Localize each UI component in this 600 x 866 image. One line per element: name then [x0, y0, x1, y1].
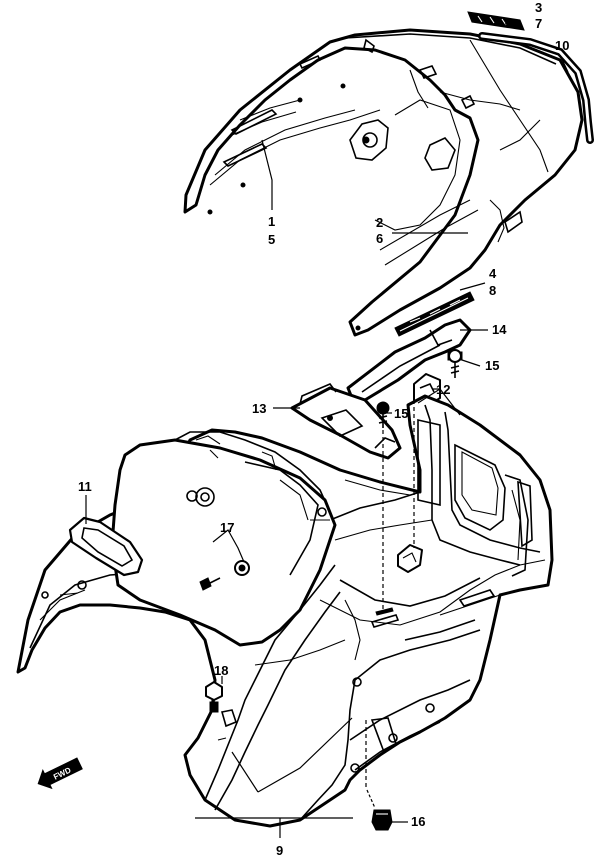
label-15-lower: 15	[394, 406, 408, 421]
bracket-part-13	[290, 383, 402, 460]
screw-washer-part-17	[199, 529, 250, 591]
label-15-upper: 15	[485, 358, 499, 373]
label-3: 3	[535, 0, 542, 15]
leader-lines	[85, 23, 569, 838]
label-11: 11	[78, 479, 92, 494]
label-1: 1	[268, 214, 275, 229]
emblem-part	[467, 11, 525, 31]
label-9: 9	[276, 843, 283, 858]
screw-part-18	[205, 681, 223, 713]
reflector-part-11	[68, 516, 144, 577]
forward-direction-indicator: FWD	[37, 757, 83, 790]
label-6: 6	[376, 231, 383, 246]
rear-molding-part	[478, 32, 594, 144]
screw-part-15b	[376, 401, 390, 428]
label-16: 16	[411, 814, 425, 829]
label-10: 10	[555, 38, 569, 53]
label-12: 12	[436, 382, 450, 397]
label-7: 7	[535, 16, 542, 31]
forward-label: FWD	[52, 765, 73, 781]
label-4: 4	[489, 266, 497, 281]
label-8: 8	[489, 283, 496, 298]
bolt-part-16	[366, 789, 393, 831]
seat-tail-cover	[183, 28, 584, 337]
label-2: 2	[376, 215, 383, 230]
part-number-labels: 1 5 2 6 4 8 3 7 10 14 15 12 13 15 11 17 …	[78, 0, 569, 858]
label-18: 18	[214, 663, 228, 678]
label-5: 5	[268, 232, 275, 247]
label-14: 14	[492, 322, 507, 337]
screw-part-15a	[447, 349, 463, 378]
label-13: 13	[252, 401, 266, 416]
lamp-housing	[110, 431, 337, 647]
label-17: 17	[220, 520, 234, 535]
